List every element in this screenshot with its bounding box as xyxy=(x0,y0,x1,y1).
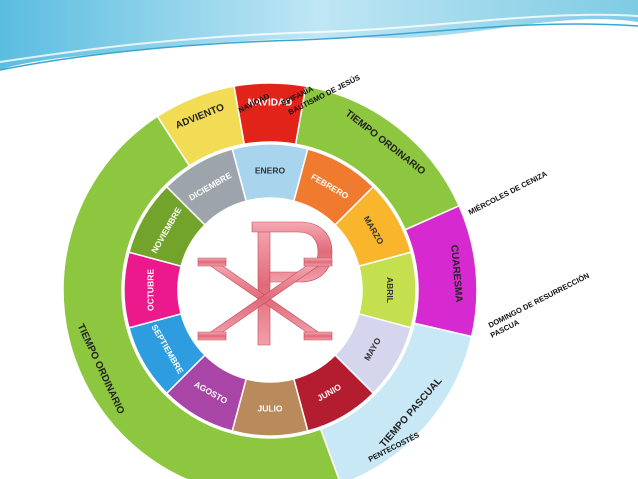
season-segment-4 xyxy=(319,322,473,479)
chi-rho-icon xyxy=(197,221,333,346)
season-ring xyxy=(62,82,478,479)
month-ring xyxy=(123,143,417,437)
month-label-6: JULIO xyxy=(257,403,282,413)
season-segment-3 xyxy=(404,204,478,338)
top-wave-decoration xyxy=(0,0,638,71)
season-segment-5 xyxy=(62,115,340,479)
month-label-9: OCTUBRE xyxy=(145,269,155,311)
month-label-0: ENERO xyxy=(255,165,286,175)
label-domingo-resurreccion: DOMINGO DE RESURRECCIÓN xyxy=(487,271,591,330)
season-label-1: NAVIDAD xyxy=(248,98,293,109)
liturgical-wheel xyxy=(62,82,478,479)
label-miercoles-ceniza: MIÉRCOLES DE CENIZA xyxy=(467,169,549,217)
season-label-3: CUARESMA xyxy=(448,244,464,303)
month-label-3: ABRIL xyxy=(385,277,395,303)
